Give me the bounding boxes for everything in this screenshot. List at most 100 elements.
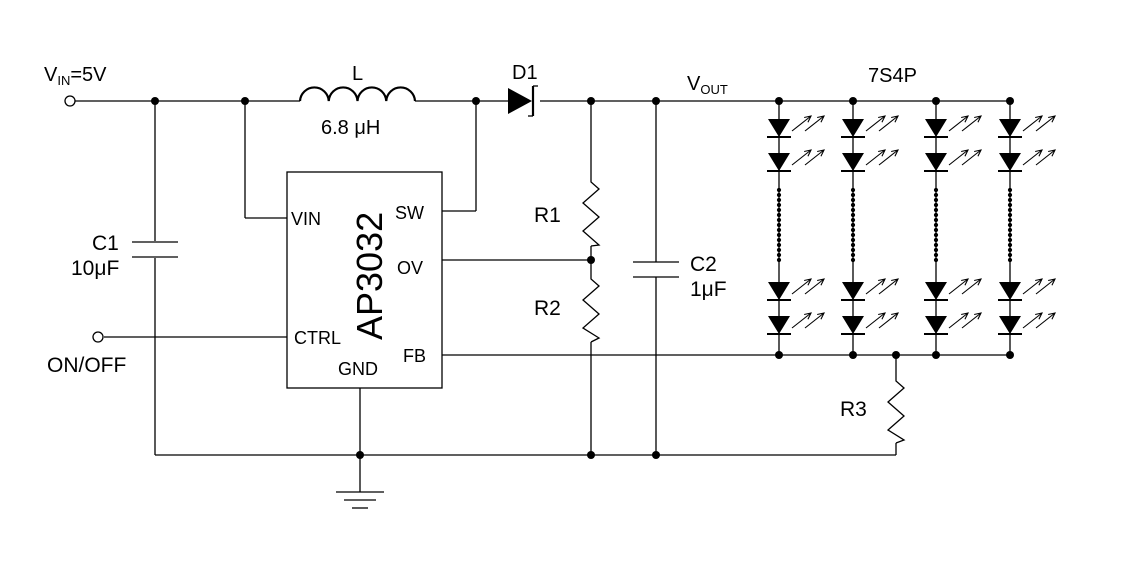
- led-symbol: [768, 119, 790, 137]
- led-continuation-dot: [1007, 197, 1013, 203]
- junction-dots: [151, 97, 900, 459]
- led-symbol: [925, 316, 947, 334]
- diode-name: D1: [512, 62, 538, 84]
- inductor-name: L: [352, 63, 363, 85]
- led-continuation-dot: [933, 237, 939, 243]
- led-continuation-dot: [1007, 257, 1013, 263]
- r1-name: R1: [534, 204, 561, 227]
- led-continuation-dot: [776, 197, 782, 203]
- led-continuation-dot: [850, 242, 856, 248]
- inductor-value: 6.8 μH: [321, 117, 380, 139]
- led-continuation-dot: [850, 202, 856, 208]
- led-continuation-dot: [1007, 232, 1013, 238]
- led-continuation-dot: [776, 252, 782, 258]
- led-continuation-dot: [776, 257, 782, 263]
- wires: [75, 100, 1010, 492]
- led-continuation-dot: [1007, 247, 1013, 253]
- c2-name: C2: [690, 253, 717, 276]
- r3-symbol: [886, 377, 906, 444]
- led-continuation-dot: [1007, 222, 1013, 228]
- ic-pin-fb: FB: [403, 346, 426, 366]
- led-continuation-dot: [776, 222, 782, 228]
- led-continuation-dot: [850, 217, 856, 223]
- ic-body: [286, 171, 443, 389]
- led-symbol: [999, 282, 1021, 300]
- vout-label: VOUT: [687, 73, 728, 97]
- vin-terminal: [64, 95, 76, 107]
- ic-part-number: AP3032: [349, 212, 390, 340]
- led-symbol: [925, 282, 947, 300]
- led-continuation-dot: [933, 187, 939, 193]
- r1-symbol: [582, 178, 601, 247]
- ic-pin-vin: VIN: [291, 209, 321, 229]
- led-symbol: [925, 119, 947, 137]
- led-continuation-dot: [933, 257, 939, 263]
- led-continuation-dot: [1007, 252, 1013, 258]
- led-continuation-dot: [850, 232, 856, 238]
- led-continuation-dot: [1007, 217, 1013, 223]
- led-continuation-dot: [776, 192, 782, 198]
- inductor-symbol: [298, 86, 417, 102]
- led-continuation-dot: [1007, 212, 1013, 218]
- led-continuation-dot: [776, 237, 782, 243]
- led-continuation-dot: [933, 242, 939, 248]
- led-continuation-dot: [776, 217, 782, 223]
- led-continuation-dot: [1007, 187, 1013, 193]
- led-symbol: [768, 282, 790, 300]
- led-continuation-dot: [776, 247, 782, 253]
- led-symbol: [999, 119, 1021, 137]
- led-continuation-dot: [850, 247, 856, 253]
- led-continuation-dot: [776, 207, 782, 213]
- led-continuation-dot: [1007, 192, 1013, 198]
- led-continuation-dot: [850, 252, 856, 258]
- led-symbol: [768, 316, 790, 334]
- c1-value: 10μF: [71, 257, 119, 280]
- led-continuation-dot: [776, 187, 782, 193]
- led-continuation-dot: [776, 242, 782, 248]
- onoff-terminal: [92, 331, 104, 343]
- led-continuation-dot: [1007, 237, 1013, 243]
- led-continuation-dot: [933, 197, 939, 203]
- onoff-label: ON/OFF: [47, 354, 126, 377]
- led-continuation-dot: [850, 222, 856, 228]
- led-symbol: [925, 153, 947, 171]
- led-continuation-dot: [1007, 227, 1013, 233]
- led-symbol: [768, 153, 790, 171]
- led-continuation-dot: [850, 257, 856, 263]
- led-continuation-dot: [776, 232, 782, 238]
- led-continuation-dot: [850, 227, 856, 233]
- led-continuation-dot: [776, 212, 782, 218]
- led-symbol: [999, 153, 1021, 171]
- led-continuation-dot: [1007, 207, 1013, 213]
- led-continuation-dot: [933, 207, 939, 213]
- c2-symbol: [633, 261, 679, 278]
- led-array: [767, 97, 1056, 359]
- led-continuation-dot: [933, 252, 939, 258]
- ic-pin-ov: OV: [397, 258, 423, 278]
- led-continuation-dot: [933, 222, 939, 228]
- led-symbol: [842, 282, 864, 300]
- c1-name: C1: [92, 232, 119, 255]
- ic-pin-ctrl: CTRL: [294, 328, 341, 348]
- ic-pin-sw: SW: [395, 203, 424, 223]
- led-continuation-dot: [933, 192, 939, 198]
- led-continuation-dot: [776, 202, 782, 208]
- diode-symbol: [508, 85, 538, 117]
- led-continuation-dot: [933, 227, 939, 233]
- led-symbol: [842, 119, 864, 137]
- led-continuation-dot: [776, 227, 782, 233]
- r2-symbol: [581, 275, 601, 343]
- led-continuation-dot: [933, 202, 939, 208]
- ic-pin-gnd: GND: [338, 359, 378, 379]
- vin-label: VIN=5V: [44, 64, 107, 88]
- ground-symbol: [336, 491, 384, 509]
- r2-name: R2: [534, 297, 561, 320]
- led-symbol: [999, 316, 1021, 334]
- r3-name: R3: [840, 398, 867, 421]
- led-continuation-dot: [933, 212, 939, 218]
- led-symbol: [842, 153, 864, 171]
- c2-value: 1μF: [690, 278, 727, 301]
- c1-symbol: [132, 241, 178, 258]
